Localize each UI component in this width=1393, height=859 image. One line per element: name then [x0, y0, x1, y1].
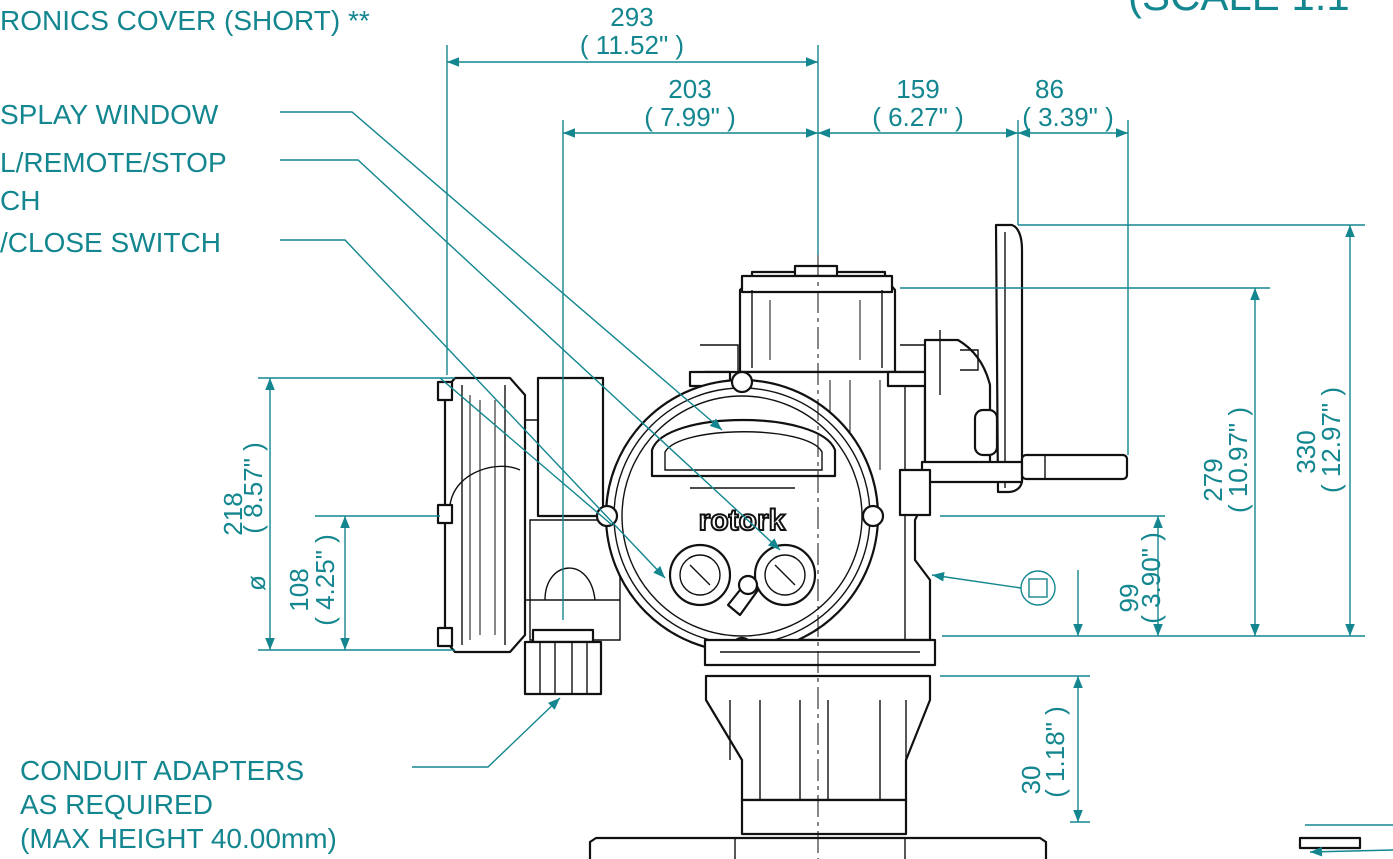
dimensions	[258, 45, 1393, 857]
leaders	[280, 111, 781, 768]
dim-30-inch: ( 1.18" )	[1040, 706, 1070, 798]
dim-159-mm: 159	[896, 74, 939, 104]
actuator-body: rotork	[436, 223, 1362, 859]
dim-108-mm: 108	[284, 568, 314, 611]
dim-108-inch: ( 4.25" )	[310, 534, 340, 626]
dim-293-mm: 293	[610, 2, 653, 32]
flat-symbol-icon	[1020, 570, 1056, 606]
dim-218-inch: ( 8.57" )	[238, 442, 268, 534]
callout-conduit-2: AS REQUIRED	[20, 789, 213, 820]
dim-159-inch: ( 6.27" )	[872, 102, 964, 132]
dim-99-inch: ( 3.90" )	[1136, 532, 1166, 624]
dim-30-mm: 30	[1016, 766, 1046, 795]
dim-218-mm: 218	[218, 492, 248, 535]
dim-99-mm: 99	[1114, 584, 1144, 613]
labels: RONICS COVER (SHORT) ** (SCALE 1:1 SPLAY…	[0, 0, 1350, 854]
scale-label: (SCALE 1:1	[1128, 0, 1350, 19]
dim-330-mm: 330	[1291, 430, 1321, 473]
callout-open-close: /CLOSE SWITCH	[0, 227, 221, 258]
dim-293-inch: ( 11.52" )	[580, 30, 684, 60]
callout-conduit-1: CONDUIT ADAPTERS	[20, 755, 304, 786]
dim-279-inch: ( 10.97" )	[1223, 407, 1253, 513]
callout-local-remote-2: CH	[0, 185, 40, 216]
callout-display-window: SPLAY WINDOW	[0, 99, 219, 130]
dim-330-inch: ( 12.97" )	[1316, 387, 1346, 493]
dim-86-inch: ( 3.39" )	[1022, 102, 1114, 132]
dim-279-mm: 279	[1198, 458, 1228, 501]
dim-203-inch: ( 7.99" )	[644, 102, 736, 132]
dim-86-mm: 86	[1035, 74, 1064, 104]
dim-108-prefix: ø	[241, 575, 271, 591]
callout-conduit-3: (MAX HEIGHT 40.00mm)	[20, 823, 337, 854]
dim-203-mm: 203	[668, 74, 711, 104]
callout-local-remote-1: L/REMOTE/STOP	[0, 147, 227, 178]
rotork-logo: rotork	[699, 504, 786, 537]
callout-cover: RONICS COVER (SHORT) **	[0, 5, 370, 36]
